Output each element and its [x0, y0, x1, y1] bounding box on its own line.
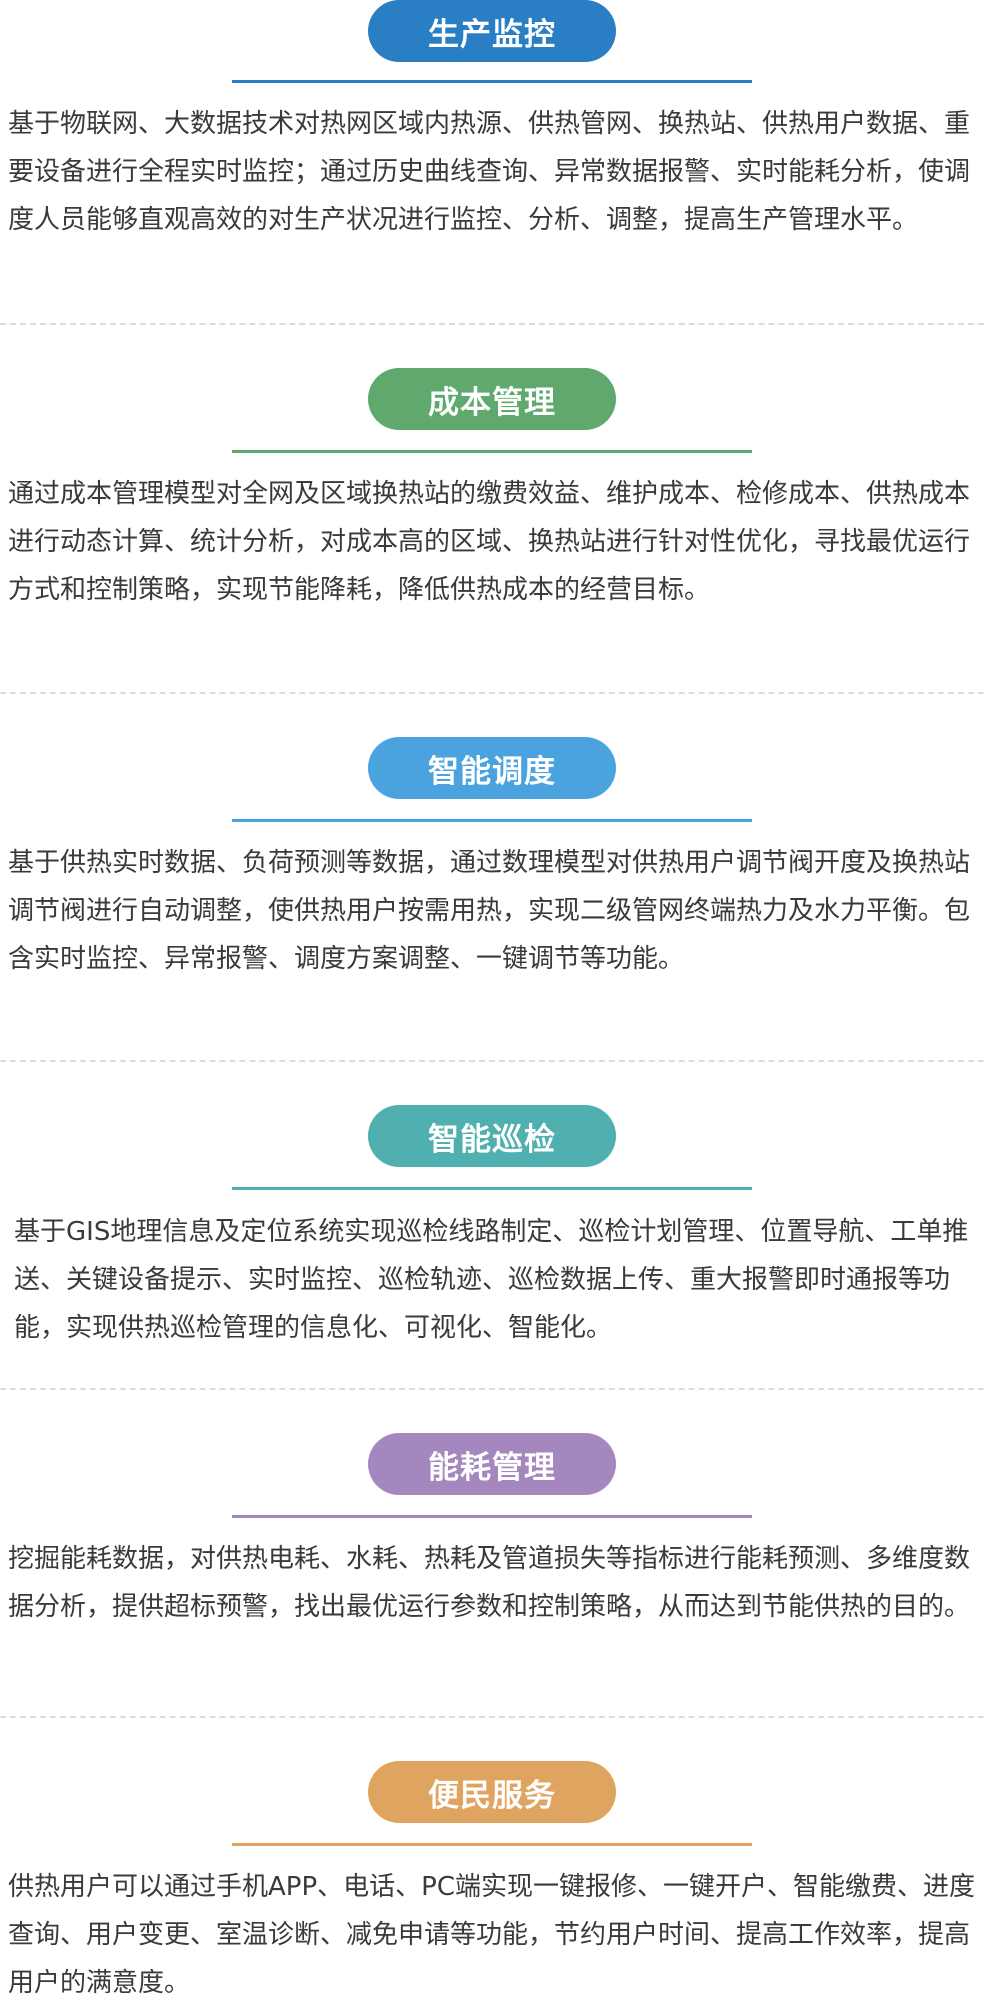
section-divider — [0, 323, 984, 325]
section-divider — [0, 1388, 984, 1390]
section-title-badge: 智能巡检 — [368, 1105, 616, 1167]
section-title-underline — [232, 1515, 752, 1518]
section-title-badge: 生产监控 — [368, 0, 616, 62]
section-energy-management: 能耗管理 挖掘能耗数据，对供热电耗、水耗、热耗及管道损失等指标进行能耗预测、多维… — [0, 1433, 984, 1713]
section-description: 供热用户可以通过手机APP、电话、PC端实现一键报修、一键开户、智能缴费、进度查… — [8, 1872, 975, 1998]
section-smart-dispatch: 智能调度 基于供热实时数据、负荷预测等数据，通过数理模型对供热用户调节阀开度及换… — [0, 737, 984, 1062]
section-public-service: 便民服务 供热用户可以通过手机APP、电话、PC端实现一键报修、一键开户、智能缴… — [0, 1761, 984, 1998]
section-description: 基于物联网、大数据技术对热网区域内热源、供热管网、换热站、供热用户数据、重要设备… — [8, 109, 971, 235]
section-production-monitoring: 生产监控 基于物联网、大数据技术对热网区域内热源、供热管网、换热站、供热用户数据… — [0, 0, 984, 325]
section-title-badge: 智能调度 — [368, 737, 616, 799]
section-description: 通过成本管理模型对全网及区域换热站的缴费效益、维护成本、检修成本、供热成本进行动… — [8, 479, 971, 605]
section-title-badge: 能耗管理 — [368, 1433, 616, 1495]
section-title-underline — [232, 80, 752, 83]
section-title-underline — [232, 450, 752, 453]
section-description: 挖掘能耗数据，对供热电耗、水耗、热耗及管道损失等指标进行能耗预测、多维度数据分析… — [8, 1544, 971, 1622]
section-title-badge: 成本管理 — [368, 368, 616, 430]
section-title-underline — [232, 1843, 752, 1846]
section-cost-management: 成本管理 通过成本管理模型对全网及区域换热站的缴费效益、维护成本、检修成本、供热… — [0, 368, 984, 693]
section-title-badge: 便民服务 — [368, 1761, 616, 1823]
section-divider — [0, 1060, 984, 1062]
section-divider — [0, 692, 984, 694]
section-divider — [0, 1716, 984, 1718]
section-description: 基于GIS地理信息及定位系统实现巡检线路制定、巡检计划管理、位置导航、工单推送、… — [14, 1217, 969, 1343]
section-smart-inspection: 智能巡检 基于GIS地理信息及定位系统实现巡检线路制定、巡检计划管理、位置导航、… — [0, 1105, 984, 1385]
section-title-underline — [232, 819, 752, 822]
section-title-underline — [232, 1187, 752, 1190]
section-description: 基于供热实时数据、负荷预测等数据，通过数理模型对供热用户调节阀开度及换热站调节阀… — [8, 848, 971, 974]
